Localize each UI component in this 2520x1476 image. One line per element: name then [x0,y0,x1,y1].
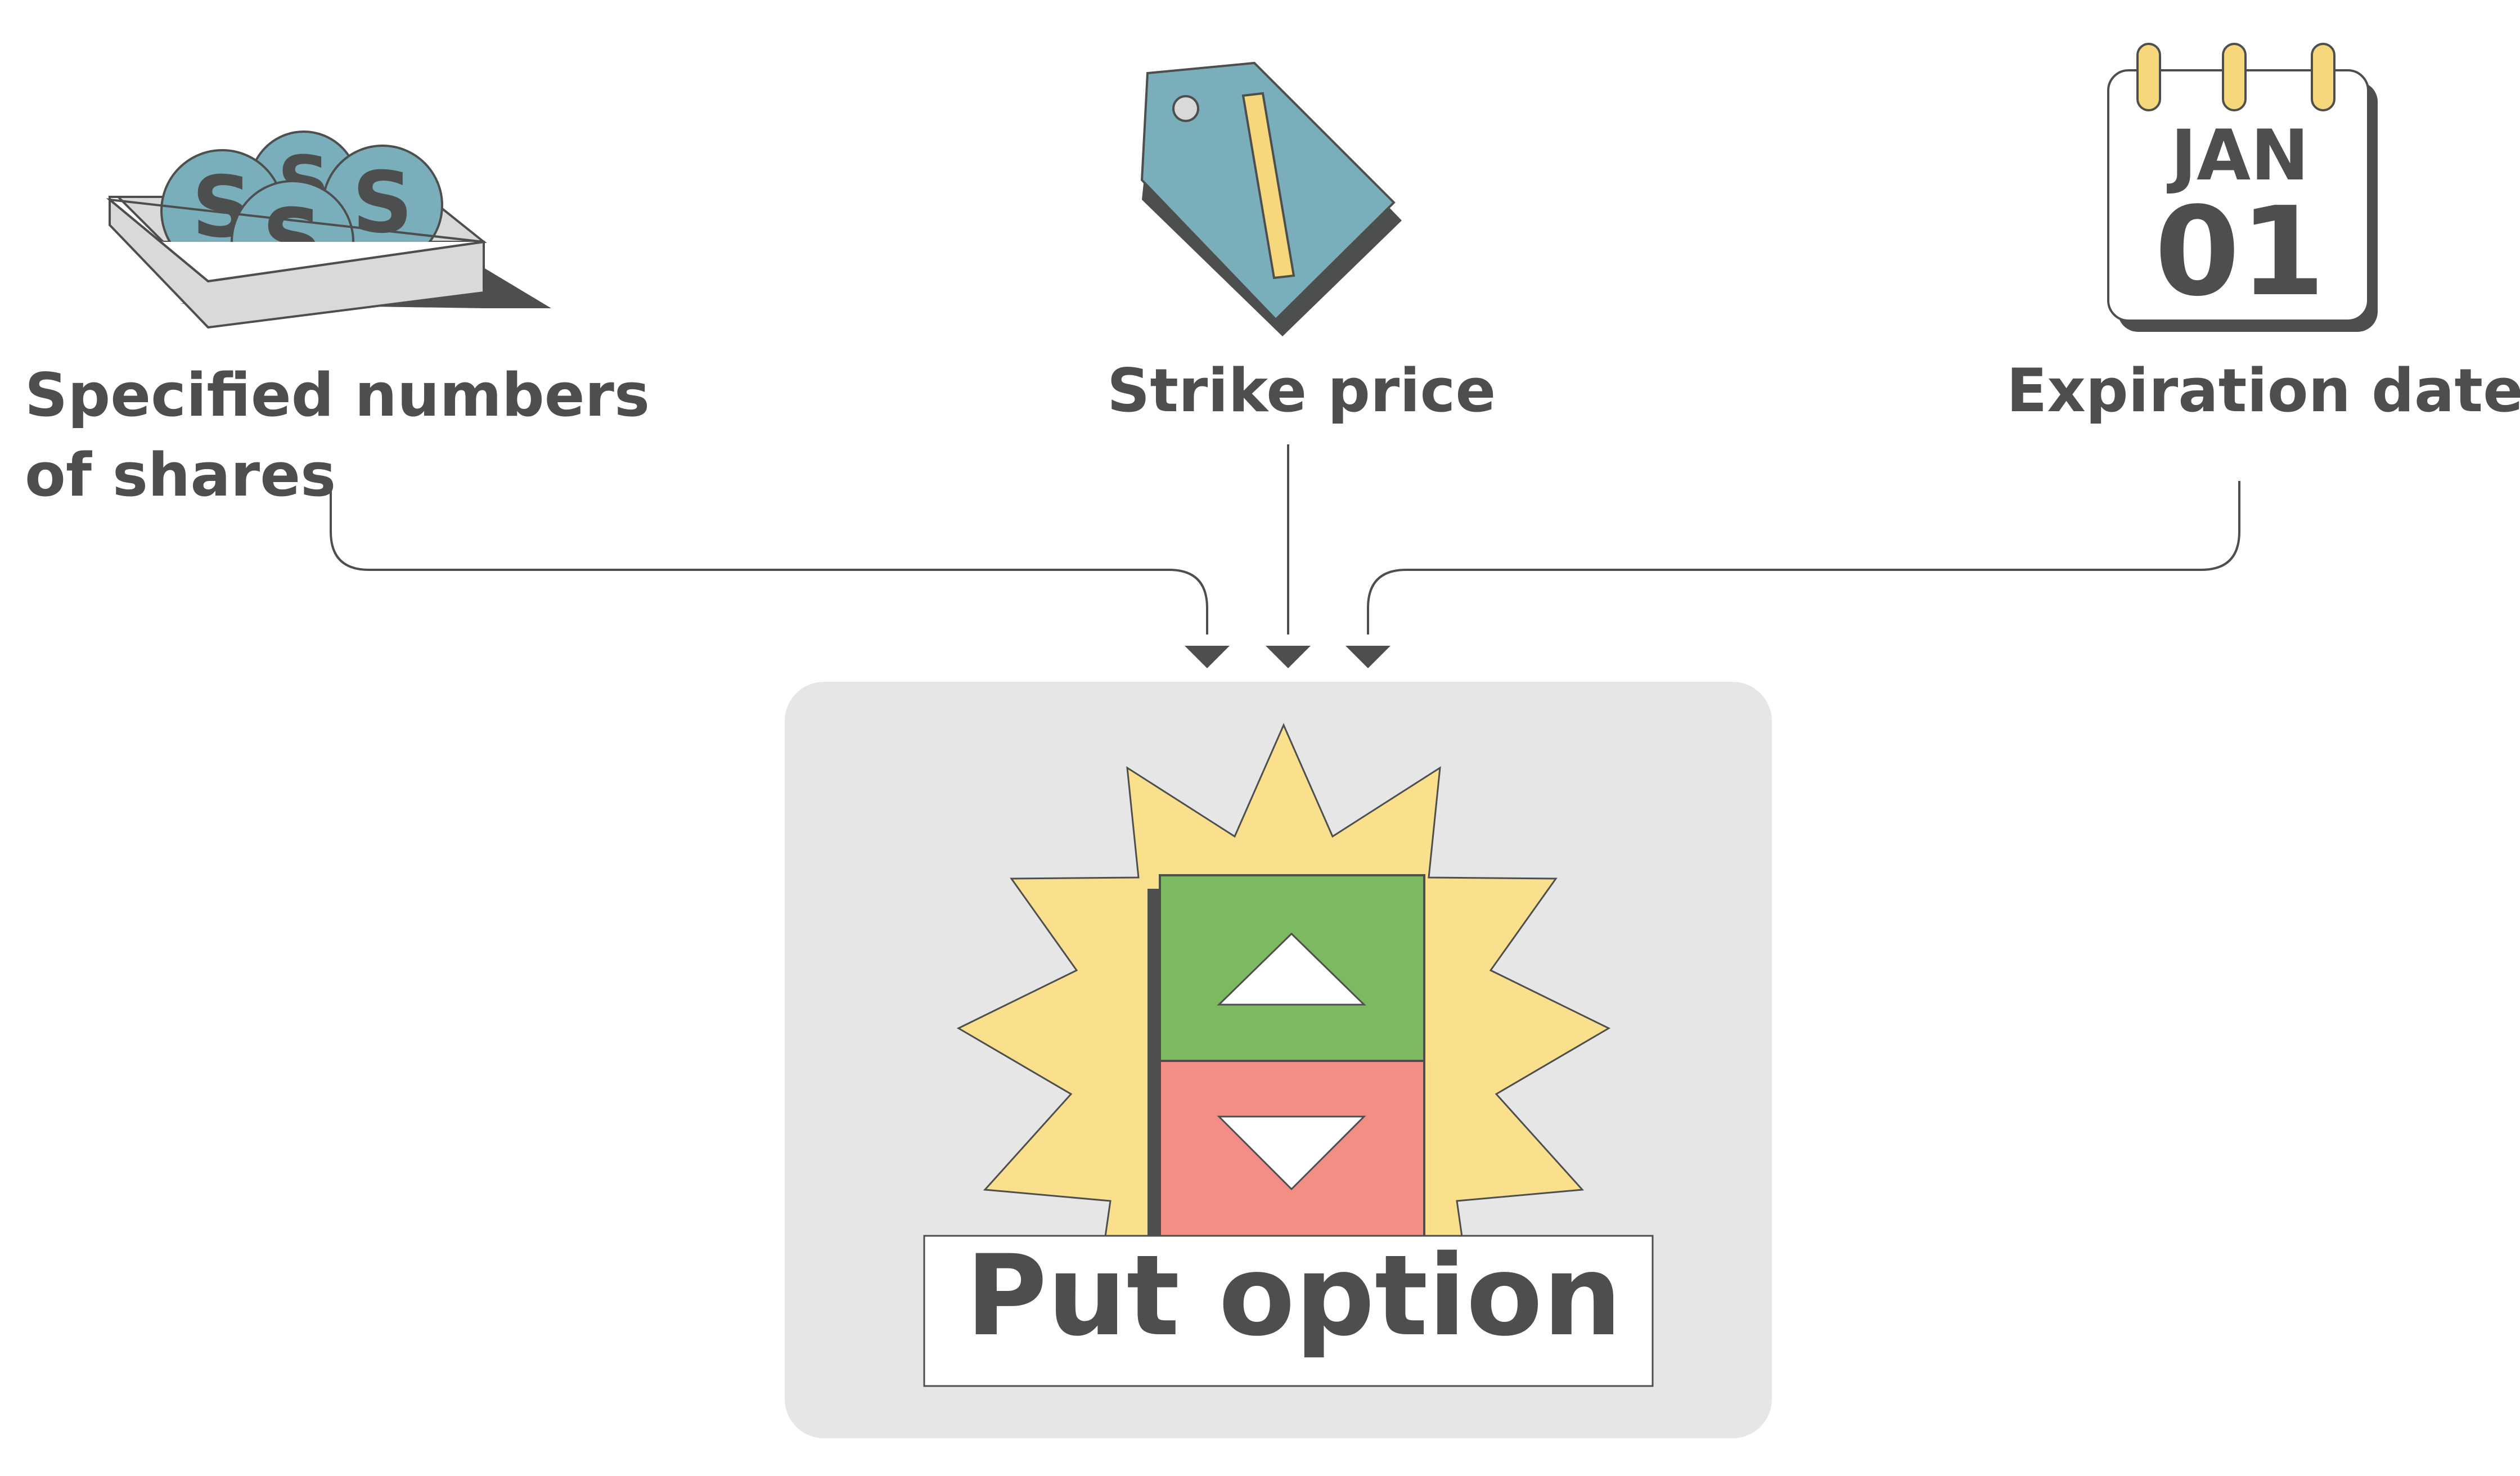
up-down-arrows-burst-icon [1148,874,1425,1257]
shares-label: Specified numbers of shares [25,356,650,515]
shares-label-line1: Specified numbers [25,361,650,430]
shares-label-line2: of shares [25,440,336,510]
output-label-box [923,1235,1654,1387]
connector-shares [330,481,1208,634]
calendar-ring-2 [2222,43,2247,111]
strike-price-label: Strike price [1107,356,1496,425]
coin-3-glyph: S [352,154,413,252]
tag-stripe [1241,92,1295,280]
up-arrow-icon [1217,932,1366,1006]
calendar-icon [2107,43,2378,332]
arrowhead-strike [1266,646,1311,668]
connector-arrowheads [1185,646,1390,668]
arrowhead-expiration [1346,646,1390,668]
calendar-ring-1 [2136,43,2161,111]
calendar-rings [2136,43,2336,111]
tag-hole [1172,95,1199,122]
connector-lines [330,444,2240,634]
arrowhead-shares [1185,646,1230,668]
put-option-label: Put option [965,1231,1622,1361]
calendar-ring-3 [2311,43,2336,111]
coins-in-box-icon: S S S S [106,130,551,329]
calendar-month: JAN [2171,115,2309,196]
connector-expiration [1367,481,2240,634]
calendar-day: 01 [2154,181,2325,323]
down-arrow-icon [1217,1115,1366,1191]
expiration-date-label: Expiration date [2006,356,2520,425]
price-tag-icon [1140,61,1402,336]
box-rim [106,198,484,283]
